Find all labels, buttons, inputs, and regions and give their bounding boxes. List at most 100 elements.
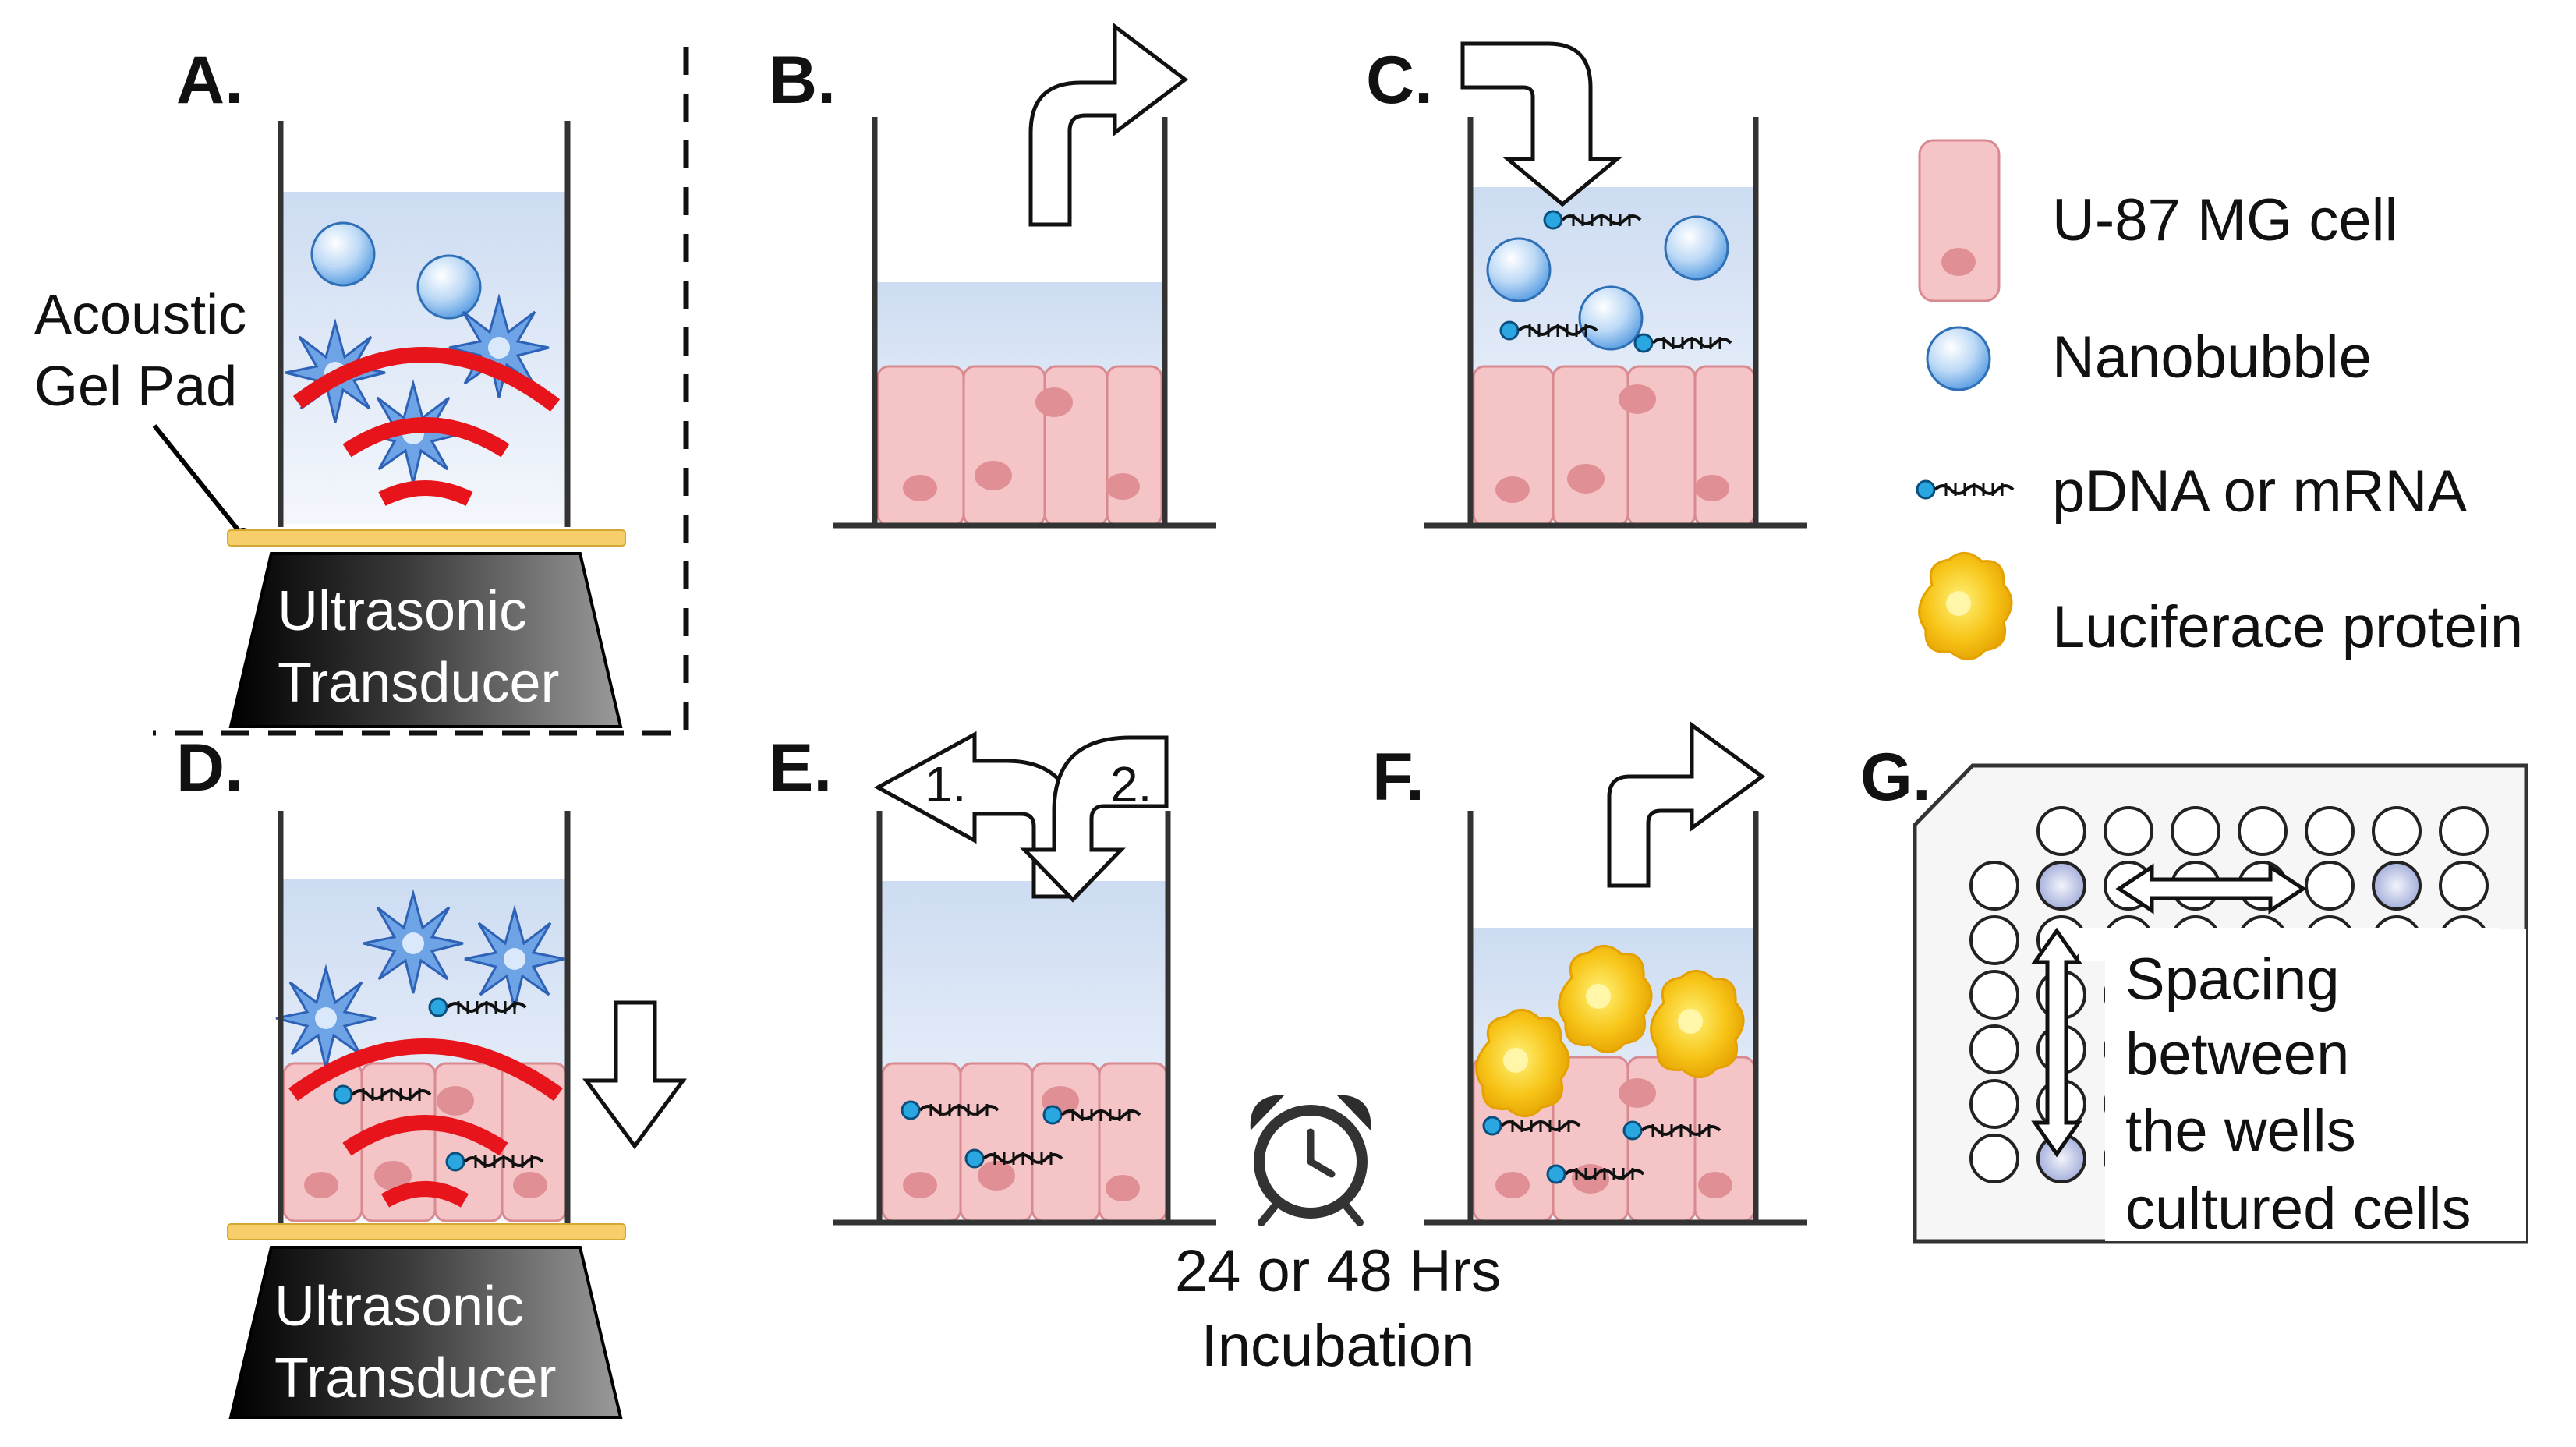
horizontal-spacing-arrow — [2115, 863, 2307, 915]
well — [2036, 806, 2086, 856]
well — [1969, 970, 2019, 1020]
cell-layer — [1472, 365, 1756, 527]
cell-layer — [881, 1062, 1168, 1222]
panel-f-label: F. — [1372, 740, 1424, 815]
spacing-label: cultured cells — [2125, 1176, 2472, 1242]
luciferase-protein-icon — [1558, 944, 1653, 1054]
panel-f: F. — [1372, 721, 1807, 1226]
clock-bell — [1336, 1095, 1371, 1130]
cell-nucleus — [1619, 384, 1656, 414]
panel-b: B. — [769, 22, 1216, 529]
cell — [1552, 365, 1629, 527]
clock-bell — [1250, 1095, 1285, 1130]
transducer-label: Transducer — [278, 652, 559, 714]
clock-leg — [1342, 1201, 1364, 1226]
panel-g-label: G. — [1860, 740, 1931, 815]
burst-icon — [463, 907, 566, 1010]
panel-d: D. Ultrasonic Transducer — [176, 731, 687, 1419]
ultrasonic-transducer — [228, 552, 623, 728]
arrow-icon — [1020, 735, 1169, 903]
nanobubble-icon — [1926, 326, 1991, 391]
clock-leg — [1258, 1201, 1279, 1226]
clock-hand — [1307, 1158, 1336, 1178]
burst-icon — [362, 892, 465, 995]
nanobubble-icon — [310, 221, 376, 287]
cell-nucleus — [1106, 1175, 1140, 1201]
panel-a-separator — [153, 47, 689, 736]
legend-cell-icon — [1918, 139, 2001, 302]
panel-c: C. — [1366, 41, 1807, 529]
legend: U-87 MG cell Nanobubble pDNA or mRNA Luc… — [1916, 139, 2523, 661]
legend-protein-label: Luciferace protein — [2052, 594, 2523, 660]
well — [2305, 861, 2355, 911]
spacing-label: Spacing — [2125, 946, 2340, 1013]
cell-nucleus — [1695, 475, 1729, 501]
panel-e-label: E. — [769, 731, 832, 805]
well — [2171, 806, 2220, 856]
ultrasound-wave-icon — [378, 480, 473, 507]
incubation-label: 24 or 48 Hrs — [1175, 1238, 1501, 1304]
ultrasound-wave-icon — [288, 1038, 563, 1102]
ultrasound-wave-icon — [380, 1181, 469, 1208]
cell — [962, 365, 1046, 527]
panel-a-label: A. — [176, 43, 243, 118]
cell-nucleus — [1106, 473, 1140, 500]
nanobubble-icon — [1486, 237, 1552, 302]
spacing-label: between — [2125, 1021, 2349, 1088]
gel-pad — [227, 529, 626, 547]
ultrasound-wave-icon — [342, 417, 510, 458]
cell-nucleus — [1567, 464, 1605, 494]
well-with-cells — [2372, 861, 2422, 911]
cell — [1106, 365, 1163, 527]
nanobubble-icon — [1578, 285, 1644, 351]
nanobubble-icon — [416, 254, 482, 320]
luciferase-protein-icon — [1650, 969, 1745, 1079]
vertical-spacing-arrow — [2031, 927, 2082, 1158]
alarm-clock-icon — [1250, 1095, 1371, 1226]
cell-nucleus — [1698, 1172, 1732, 1198]
ultrasound-wave-icon — [292, 347, 561, 412]
incubation-label: Incubation — [1201, 1313, 1475, 1379]
spacing-label: the wells — [2125, 1098, 2356, 1164]
gel-pad-label: Gel Pad — [34, 356, 237, 418]
legend-cell-nucleus — [1941, 248, 1976, 276]
well — [2439, 806, 2489, 856]
transducer-label: Transducer — [274, 1347, 556, 1410]
panel-c-label: C. — [1366, 43, 1433, 118]
legend-cell-label: U-87 MG cell — [2052, 187, 2397, 253]
step-1-label: 1. — [925, 756, 966, 812]
legend-nanobubble-label: Nanobubble — [2052, 324, 2372, 391]
well — [2372, 806, 2422, 856]
gel-pad-label: Acoustic — [34, 284, 246, 346]
cell-nucleus — [975, 461, 1012, 490]
panel-b-label: B. — [769, 43, 836, 118]
well — [2238, 806, 2288, 856]
panel-d-label: D. — [176, 731, 243, 805]
gel-pad — [227, 1223, 626, 1240]
cell-nucleus — [304, 1172, 338, 1198]
cell-nucleus — [978, 1161, 1015, 1191]
well — [1969, 1134, 2019, 1183]
well — [2439, 861, 2489, 911]
cell — [1693, 1056, 1756, 1222]
luciferase-protein-icon — [1475, 1008, 1570, 1118]
well — [1969, 1079, 2019, 1129]
cell-nucleus — [437, 1086, 474, 1116]
arrow-icon — [582, 1000, 687, 1150]
cell — [1552, 1056, 1629, 1222]
cell-nucleus — [374, 1161, 412, 1191]
well — [2305, 806, 2355, 856]
cell-nucleus — [1495, 1172, 1530, 1198]
nucleic-acid-icon — [1916, 479, 2015, 500]
gel-pad-pointer — [152, 424, 246, 538]
luciferase-protein-icon — [1918, 551, 2013, 661]
spacing-label-backdrop — [2079, 928, 2500, 961]
cell — [959, 1062, 1034, 1222]
cell-layer — [282, 1062, 568, 1222]
cell — [1693, 365, 1756, 527]
panel-a: A. Acoustic Gel Pad Ultrasonic Transduce… — [34, 43, 626, 728]
cell-nucleus — [1035, 387, 1073, 417]
well — [1969, 861, 2019, 911]
cell-nucleus — [1619, 1078, 1656, 1108]
